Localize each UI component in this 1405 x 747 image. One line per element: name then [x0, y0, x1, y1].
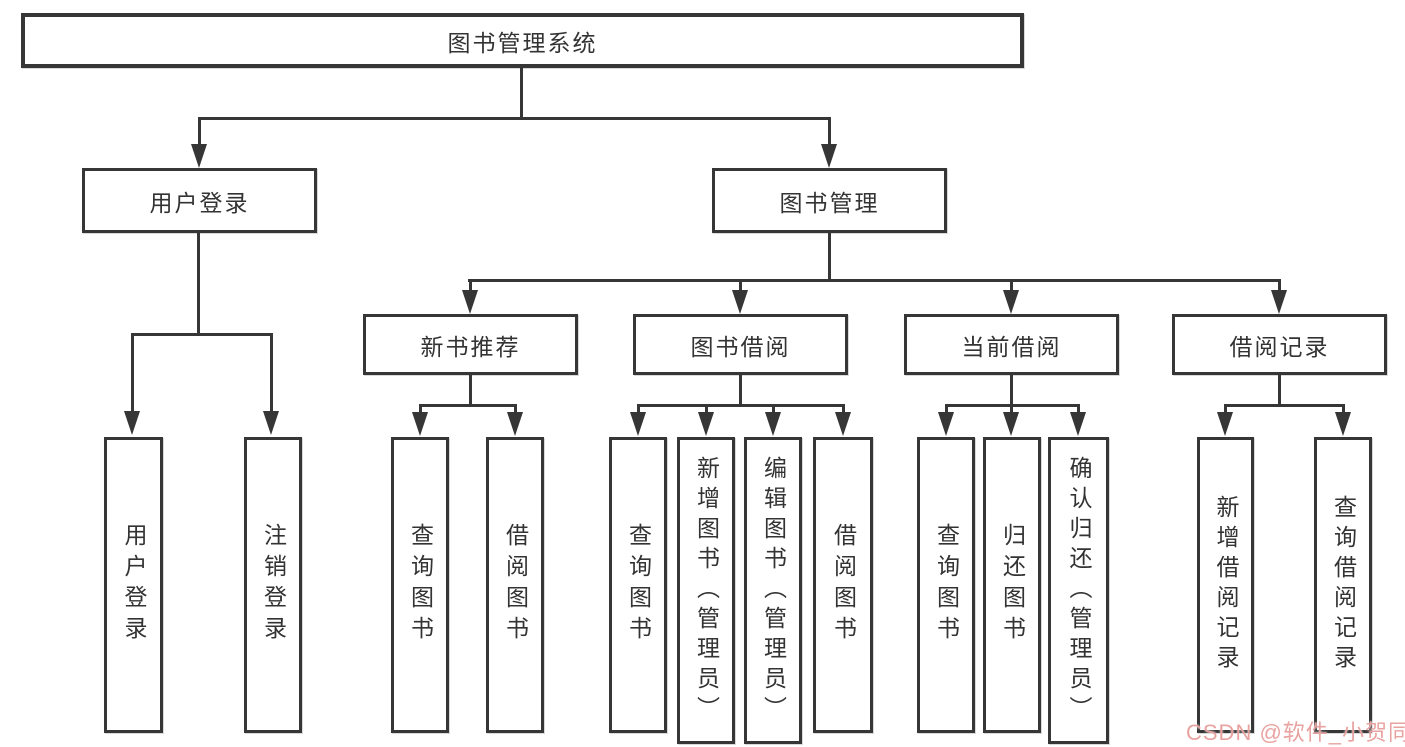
- arrow-down-icon: [1070, 412, 1086, 436]
- leaf-logout: 注销登录: [244, 437, 302, 733]
- leaf-newbook-borrow: 借阅图书: [486, 437, 544, 733]
- leaf-record-query: 查询借阅记录: [1314, 437, 1372, 733]
- connector-line: [131, 333, 273, 336]
- connector-line: [637, 404, 640, 414]
- node-borrow-record: 借阅记录: [1172, 314, 1387, 375]
- connector-line: [469, 375, 472, 407]
- connector-line: [739, 279, 742, 292]
- arrow-down-icon: [1335, 412, 1351, 436]
- leaf-current-query: 查询图书: [917, 437, 975, 733]
- node-root: 图书管理系统: [21, 13, 1024, 68]
- connector-line: [419, 404, 517, 407]
- leaf-record-add: 新增借阅记录: [1197, 437, 1254, 733]
- connector-line: [739, 375, 742, 407]
- node-book-borrow: 图书借阅: [633, 314, 848, 375]
- connector-line: [1077, 404, 1080, 414]
- connector-line: [468, 279, 1281, 282]
- arrow-down-icon: [938, 412, 954, 436]
- connector-line: [828, 233, 831, 282]
- leaf-current-return: 归还图书: [983, 437, 1041, 733]
- connector-line: [637, 404, 845, 407]
- arrow-down-icon: [732, 290, 748, 314]
- connector-line: [842, 404, 845, 414]
- arrow-down-icon: [1217, 412, 1233, 436]
- arrow-down-icon: [1271, 290, 1287, 314]
- node-book-management: 图书管理: [712, 168, 947, 233]
- arrow-down-icon: [698, 412, 714, 436]
- csdn-watermark: CSDN @软件_小贺同学: [1186, 720, 1405, 745]
- connector-line: [1010, 279, 1013, 292]
- connector-line: [772, 404, 775, 414]
- arrow-down-icon: [835, 412, 851, 436]
- connector-line: [131, 333, 134, 411]
- connector-line: [1224, 404, 1345, 407]
- connector-line: [1010, 375, 1013, 407]
- arrow-down-icon: [765, 412, 781, 436]
- leaf-borrow-edit-admin: 编辑图书（管理员）: [744, 437, 802, 744]
- connector-line: [469, 279, 472, 292]
- leaf-borrow-borrow: 借阅图书: [813, 437, 873, 733]
- arrow-down-icon: [1003, 290, 1019, 314]
- leaf-current-confirm-admin: 确认归还（管理员）: [1048, 437, 1109, 744]
- arrow-down-icon: [263, 411, 279, 435]
- arrow-down-icon: [412, 412, 428, 436]
- connector-line: [1010, 404, 1013, 414]
- arrow-down-icon: [821, 144, 837, 168]
- leaf-user-login: 用户登录: [104, 437, 163, 733]
- arrow-down-icon: [1003, 412, 1019, 436]
- connector-line: [197, 233, 200, 336]
- connector-line: [1224, 404, 1227, 414]
- connector-line: [520, 68, 523, 120]
- arrow-down-icon: [507, 412, 523, 436]
- node-current-borrow: 当前借阅: [904, 314, 1119, 375]
- leaf-borrow-query: 查询图书: [609, 437, 667, 733]
- connector-line: [419, 404, 422, 414]
- connector-line: [270, 333, 273, 411]
- connector-line: [1278, 375, 1281, 407]
- arrow-down-icon: [191, 144, 207, 168]
- leaf-newbook-query: 查询图书: [391, 437, 449, 733]
- connector-line: [705, 404, 708, 414]
- leaf-borrow-add-admin: 新增图书（管理员）: [677, 437, 735, 744]
- connector-line: [945, 404, 948, 414]
- arrow-down-icon: [462, 290, 478, 314]
- connector-line: [514, 404, 517, 414]
- connector-line: [828, 117, 831, 147]
- node-new-book-recommend: 新书推荐: [363, 314, 578, 375]
- connector-line: [1342, 404, 1345, 414]
- arrow-down-icon: [124, 411, 140, 435]
- connector-line: [1278, 279, 1281, 292]
- connector-line: [198, 117, 201, 147]
- connector-line: [198, 117, 831, 120]
- arrow-down-icon: [630, 412, 646, 436]
- node-user-login: 用户登录: [82, 168, 317, 233]
